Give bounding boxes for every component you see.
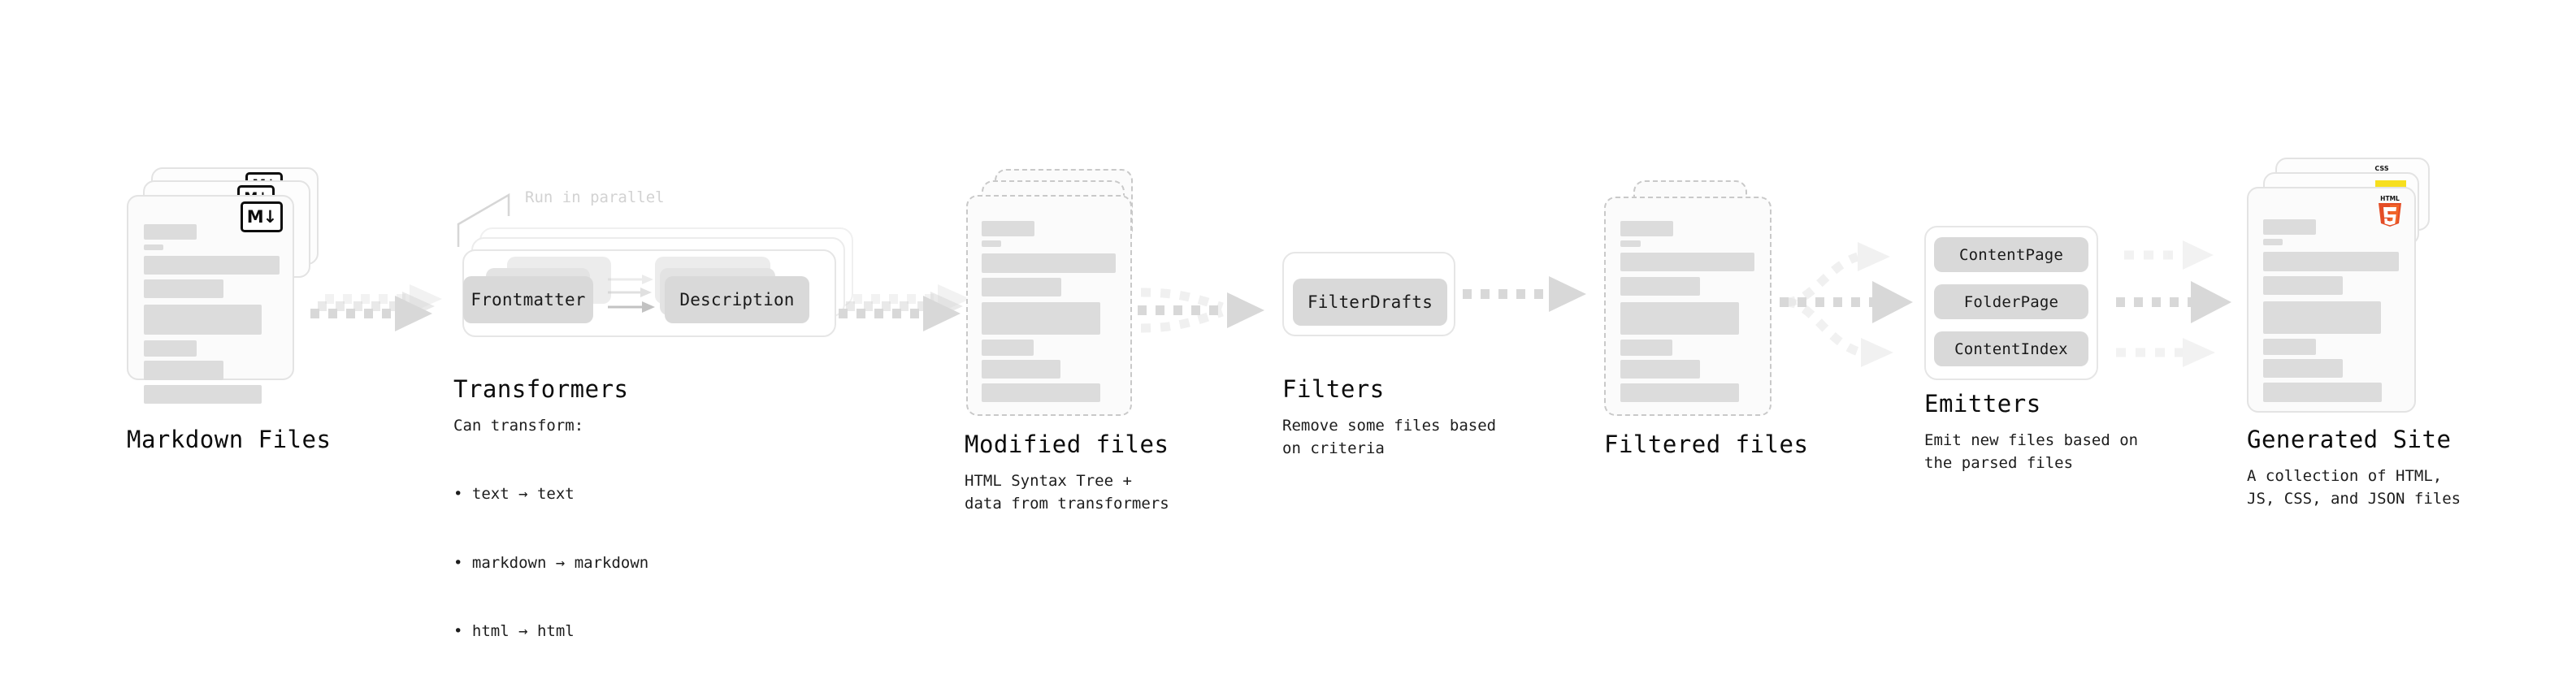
chip-frontmatter[interactable]: Frontmatter <box>463 276 593 323</box>
markdown-files-title: Markdown Files <box>127 426 332 453</box>
transformers-bullet-1: • markdown → markdown <box>453 553 649 572</box>
emitters-title: Emitters <box>1924 390 2041 418</box>
filtered-files-title: Filtered files <box>1604 431 1809 458</box>
transformers-title: Transformers <box>453 375 629 403</box>
markdown-badge-glyph-front: M↓ <box>246 206 277 227</box>
transformers-description: Can transform: <box>453 417 584 435</box>
css-badge-label: CSS <box>2374 165 2389 172</box>
modified-files-description: HTML Syntax Tree + data from transformer… <box>965 472 1169 513</box>
connector-transformers-to-modified <box>839 284 970 331</box>
connector-emitters-to-site <box>2116 240 2231 367</box>
connector-modified-to-filters <box>1138 288 1264 333</box>
transformers-bullets: • text → text • markdown → markdown • ht… <box>453 437 648 688</box>
chip-contentpage[interactable]: ContentPage <box>1934 237 2088 272</box>
transformers-bullet-2: • html → html <box>453 621 575 640</box>
emitters-description: Emit new files based on the parsed files <box>1924 431 2139 473</box>
run-in-parallel-label: Run in parallel <box>525 188 665 206</box>
generated-site-description: A collection of HTML, JS, CSS, and JSON … <box>2247 467 2461 508</box>
modified-files-title: Modified files <box>965 431 1169 458</box>
html5-icon: HTML <box>2379 195 2401 227</box>
markdown-badge-front: M↓ <box>241 201 283 232</box>
transformers-bullet-0: • text → text <box>453 485 575 504</box>
run-in-parallel-bracket <box>457 193 510 247</box>
transformer-inner-arrows <box>608 275 655 313</box>
svg-text:HTML: HTML <box>2380 195 2400 202</box>
chip-contentindex[interactable]: ContentIndex <box>1934 331 2088 366</box>
connector-filters-to-filtered <box>1463 276 1586 312</box>
chip-folderpage[interactable]: FolderPage <box>1934 284 2088 319</box>
connector-filtered-to-emitters <box>1780 242 1913 367</box>
generated-site-title: Generated Site <box>2247 426 2452 453</box>
chip-filterdrafts[interactable]: FilterDrafts <box>1293 279 1447 326</box>
connector-md-to-transformers <box>310 284 442 331</box>
filters-title: Filters <box>1282 375 1385 403</box>
chip-description[interactable]: Description <box>665 276 809 323</box>
filters-description: Remove some files based on criteria <box>1282 417 1497 458</box>
